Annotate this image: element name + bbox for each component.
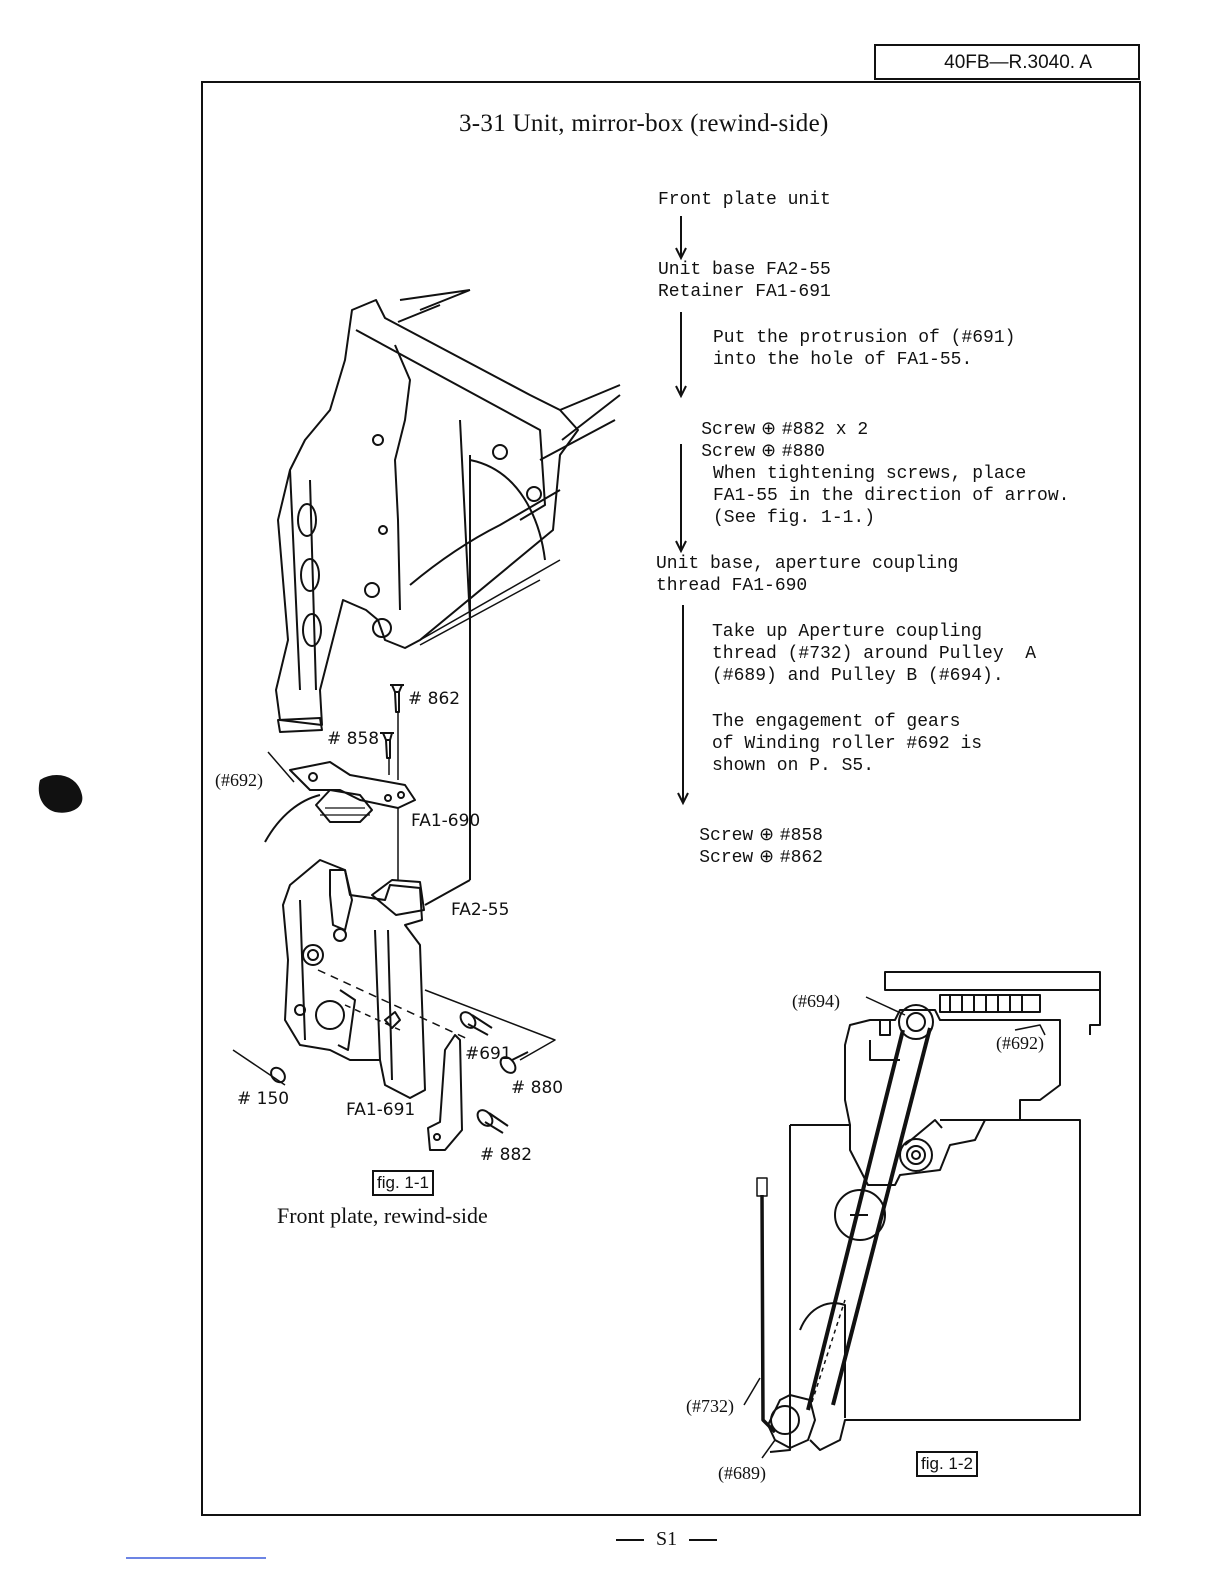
- flow-arrow-3: [675, 444, 687, 554]
- label-150: # 150: [237, 1089, 290, 1109]
- note-gears-2: of Winding roller #692 is: [712, 734, 983, 754]
- label-732: (#732): [686, 1396, 734, 1416]
- screw-880-text: #880: [781, 441, 825, 462]
- label-692: (#692): [215, 770, 263, 790]
- step-screw-858: Screw ⊕ #858: [656, 801, 823, 870]
- label-fa2-55: FA2-55: [451, 900, 510, 920]
- screw-858-text: #858: [779, 825, 823, 846]
- dash-right: [689, 1539, 718, 1542]
- step-screw-862: Screw ⊕ #862: [656, 823, 823, 892]
- label-858: # 858: [327, 729, 380, 749]
- page-frame: [201, 81, 1141, 1516]
- note-tightening-3: (See fig. 1-1.): [713, 508, 876, 528]
- label-882: # 882: [480, 1145, 533, 1165]
- flow-arrow-4: [677, 605, 689, 806]
- step-unit-base: Unit base FA2-55: [658, 260, 831, 280]
- note-protrusion-2: into the hole of FA1-55.: [713, 350, 973, 370]
- label-fa1-691: FA1-691: [346, 1100, 416, 1120]
- label-fa1-690: FA1-690: [411, 811, 481, 831]
- phillips-screw-icon: ⊕: [755, 417, 782, 439]
- pulley-drawing: [743, 971, 1101, 1459]
- note-tightening-1: When tightening screws, place: [713, 464, 1027, 484]
- note-gears-3: shown on P. S5.: [712, 756, 875, 776]
- phillips-screw-icon: ⊕: [755, 439, 782, 461]
- page-number-text: S1: [656, 1528, 678, 1550]
- step-aperture-base-1: Unit base, aperture coupling: [656, 554, 959, 574]
- page-number: S1: [604, 1528, 729, 1551]
- label-691: #691: [465, 1044, 512, 1064]
- label-689: (#689): [718, 1463, 766, 1483]
- document-number: 40FB—R.3040. A: [874, 44, 1140, 80]
- screw-word: Screw: [699, 847, 754, 868]
- step-retainer: Retainer FA1-691: [658, 282, 831, 302]
- front-plate-drawing: [232, 289, 621, 1151]
- scan-marks: [38, 775, 83, 813]
- figure-caption: Front plate, rewind-side: [277, 1203, 488, 1228]
- label-880: # 880: [511, 1078, 564, 1098]
- screw-word: Screw: [699, 825, 754, 846]
- flow-arrow-1: [675, 216, 687, 261]
- step-aperture-base-2: thread FA1-690: [656, 576, 808, 596]
- note-gears-1: The engagement of gears: [712, 712, 961, 732]
- figure-tag-1-1: fig. 1-1: [372, 1170, 434, 1196]
- note-take-up-3: (#689) and Pulley B (#694).: [712, 666, 1004, 686]
- screw-862-text: #862: [779, 847, 823, 868]
- note-take-up-2: thread (#732) around Pulley A: [712, 644, 1037, 664]
- note-take-up-1: Take up Aperture coupling: [712, 622, 983, 642]
- screw-882-text: #882 x 2: [781, 419, 869, 440]
- note-protrusion-1: Put the protrusion of (#691): [713, 328, 1016, 348]
- page-title: 3-31 Unit, mirror-box (rewind-side): [459, 110, 829, 137]
- phillips-screw-icon: ⊕: [753, 845, 780, 867]
- flow-arrow-2: [675, 312, 687, 399]
- step-screw-880: Screw ⊕ #880: [658, 417, 825, 486]
- screw-word: Screw: [701, 441, 756, 462]
- dash-left: [616, 1539, 644, 1542]
- screw-word: Screw: [701, 419, 756, 440]
- step-front-plate-unit: Front plate unit: [658, 190, 831, 210]
- note-tightening-2: FA1-55 in the direction of arrow.: [713, 486, 1070, 506]
- label-694: (#694): [792, 991, 840, 1011]
- label-862: # 862: [408, 689, 461, 709]
- figure-tag-1-2: fig. 1-2: [916, 1451, 978, 1477]
- step-screw-882: Screw ⊕ #882 x 2: [658, 395, 868, 464]
- label-692b: (#692): [996, 1033, 1044, 1053]
- phillips-screw-icon: ⊕: [753, 823, 780, 845]
